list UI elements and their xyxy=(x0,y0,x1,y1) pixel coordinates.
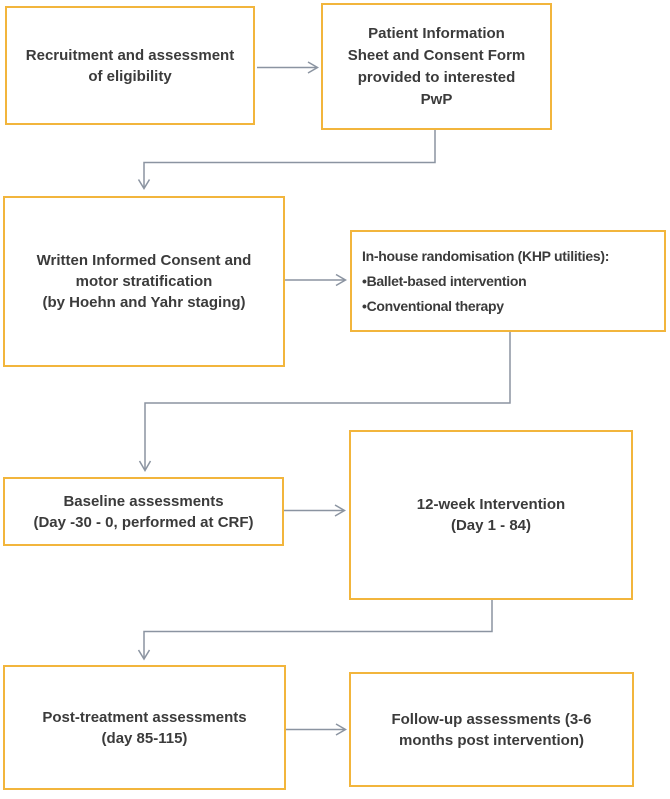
box-written-consent-line: Written Informed Consent and xyxy=(36,252,252,269)
box-post-treatment: Post-treatment assessments (day 85-115) xyxy=(3,665,286,790)
box-recruitment-line: of eligibility xyxy=(88,67,172,85)
box-patient-information-line: PwP xyxy=(420,90,453,108)
box-baseline-assessments: Baseline assessments (Day -30 - 0, perfo… xyxy=(3,477,284,546)
box-follow-up-line: months post intervention) xyxy=(399,731,584,749)
arrow-intervention-to-post-treatment xyxy=(137,600,493,661)
box-follow-up: Follow-up assessments (3-6 months post i… xyxy=(349,672,634,787)
box-recruitment-line: Recruitment and assessment xyxy=(25,46,235,64)
box-follow-up-line: Follow-up assessments (3-6 xyxy=(391,710,592,728)
box-randomisation-title: In-house randomisation (KHP utilities): xyxy=(362,247,610,264)
box-randomisation: In-house randomisation (KHP utilities): … xyxy=(350,230,666,332)
box-written-consent-line: motor stratification xyxy=(75,273,213,290)
arrow-recruitment-to-pis xyxy=(257,61,319,74)
box-baseline-line: Baseline assessments xyxy=(63,492,224,510)
box-intervention: 12-week Intervention (Day 1 - 84) xyxy=(349,430,633,600)
box-intervention-line: (Day 1 - 84) xyxy=(450,517,532,534)
box-randomisation-bullet-conventional: •Conventional therapy xyxy=(362,297,504,314)
box-patient-information-line: Patient Information xyxy=(368,24,505,42)
box-post-treatment-line: Post-treatment assessments xyxy=(42,708,247,726)
box-randomisation-bullet-ballet: •Ballet-based intervention xyxy=(362,272,527,289)
box-recruitment: Recruitment and assessment of eligibilit… xyxy=(5,6,255,125)
box-written-consent-line: (by Hoehn and Yahr staging) xyxy=(42,294,246,311)
arrow-pis-to-written-consent xyxy=(137,130,436,190)
box-intervention-line: 12-week Intervention xyxy=(416,496,566,513)
box-patient-information-consent: Patient Information Sheet and Consent Fo… xyxy=(321,3,552,130)
arrow-baseline-to-intervention xyxy=(284,504,346,517)
box-patient-information-line: Sheet and Consent Form xyxy=(347,46,526,64)
arrow-written-consent-to-randomisation xyxy=(285,273,347,287)
box-post-treatment-line: (day 85-115) xyxy=(101,729,188,747)
box-written-informed-consent: Written Informed Consent and motor strat… xyxy=(3,196,285,367)
box-patient-information-line: provided to interested xyxy=(357,68,516,86)
arrow-post-treatment-to-follow-up xyxy=(286,723,347,736)
box-baseline-line: (Day -30 - 0, performed at CRF) xyxy=(33,513,254,531)
